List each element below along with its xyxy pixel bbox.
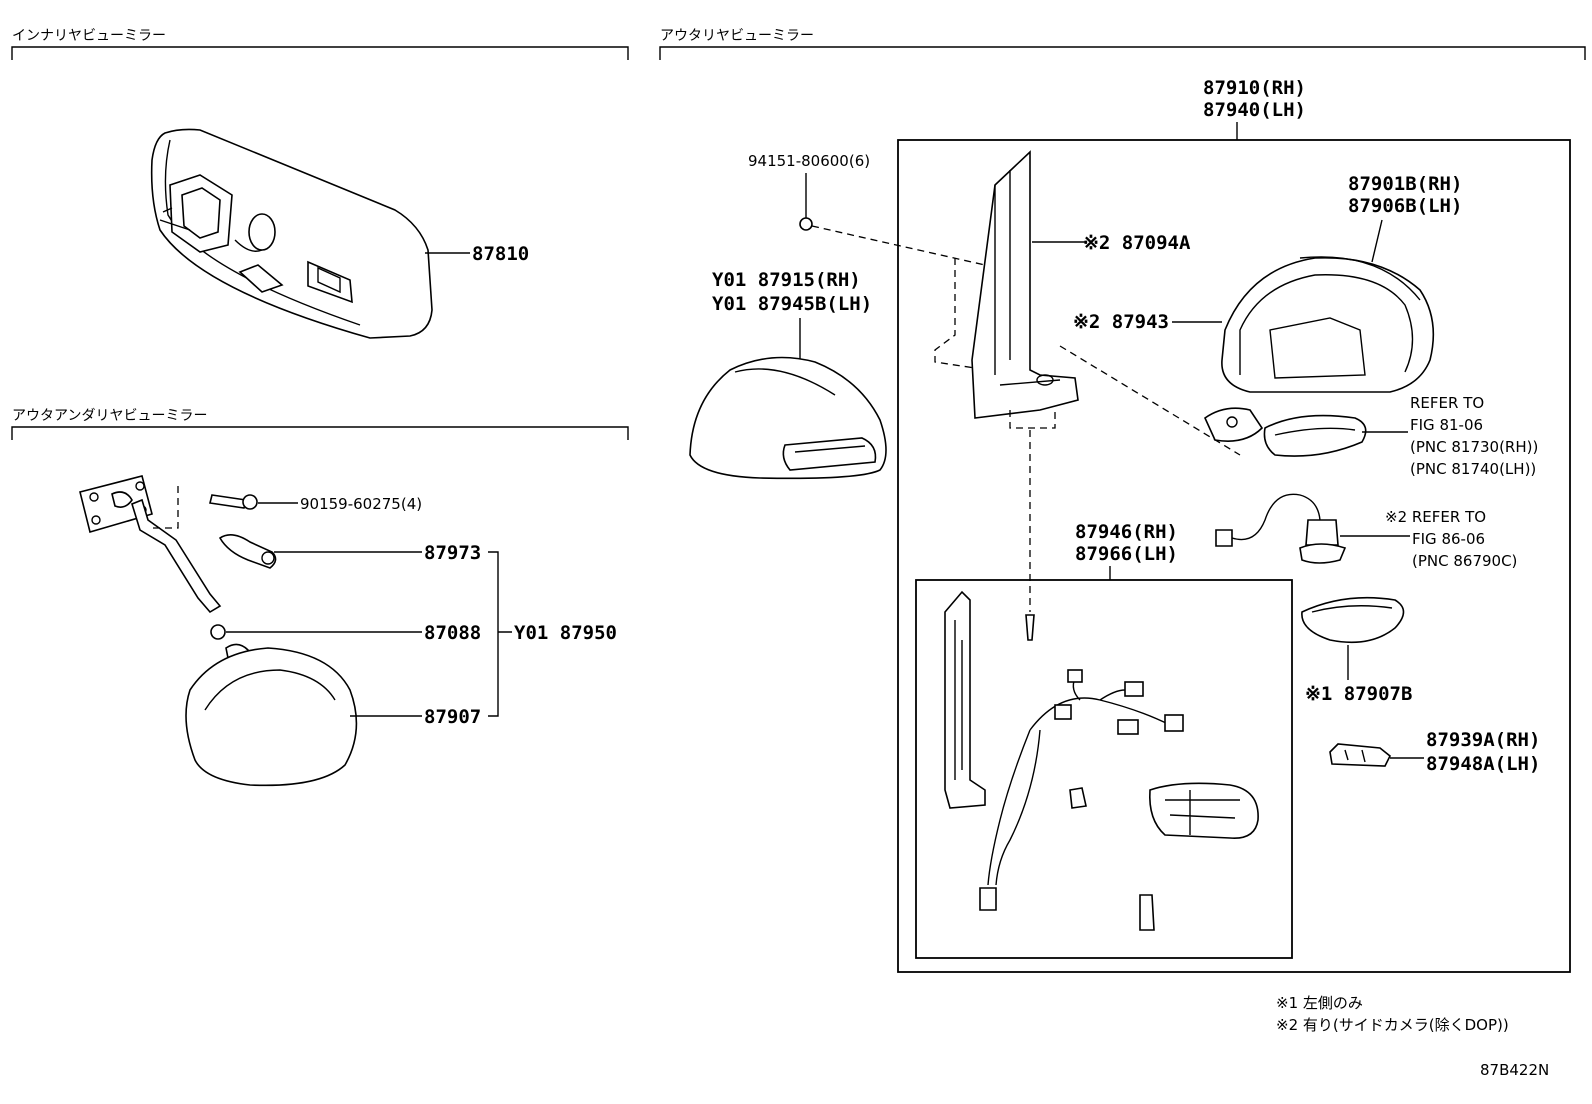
leader-87901b	[1371, 219, 1383, 263]
dash-base-to-glass	[1059, 345, 1241, 456]
label-y01-87945b-lh: Y01 87945B(LH)	[712, 293, 872, 315]
scalp-87907b	[1301, 596, 1405, 644]
label-87907b: ※1 87907B	[1305, 683, 1412, 705]
label-94151-80600: 94151-80600(6)	[748, 152, 870, 170]
section-bracket-outer	[659, 46, 1586, 60]
section-title-outer: アウタリヤビューミラー	[660, 28, 814, 44]
screw-94151	[799, 217, 813, 231]
label-87943: ※2 87943	[1073, 311, 1169, 333]
label-87973: 87973	[424, 542, 481, 564]
label-90159-60275: 90159-60275(4)	[300, 495, 422, 513]
section-bracket-outer-under	[11, 426, 629, 440]
label-87939a-rh: 87939A(RH)	[1426, 729, 1540, 751]
label-y01-87915-rh: Y01 87915(RH)	[712, 269, 861, 291]
camera-drawing	[1215, 493, 1347, 564]
label-87940-lh: 87940(LH)	[1203, 99, 1306, 121]
harness-subbox	[915, 579, 1293, 959]
ref2-line3: (PNC 86790C)	[1412, 552, 1517, 570]
label-87901b-rh: 87901B(RH)	[1348, 173, 1462, 195]
dash-screw-to-base	[811, 225, 986, 266]
label-87946-rh: 87946(RH)	[1075, 521, 1178, 543]
section-title-inner: インナリヤビューミラー	[12, 28, 166, 44]
figure-code: 87B422N	[1480, 1061, 1549, 1079]
bracket-y01-87950	[488, 551, 512, 717]
footnote-1: ※1 左側のみ	[1276, 994, 1363, 1012]
ref1-line2: FIG 81-06	[1410, 416, 1483, 434]
ref2-line1: ※2 REFER TO	[1385, 508, 1486, 526]
label-87966-lh: 87966(LH)	[1075, 543, 1178, 565]
label-87906b-lh: 87906B(LH)	[1348, 195, 1462, 217]
housing-drawing	[1221, 256, 1435, 393]
screw-harness	[1025, 614, 1035, 641]
label-87948a-lh: 87948A(LH)	[1426, 753, 1540, 775]
label-87088: 87088	[424, 622, 481, 644]
inner-mirror-drawing	[150, 128, 433, 339]
motor-lamp-drawing	[1203, 407, 1367, 457]
ref2-line2: FIG 86-06	[1412, 530, 1485, 548]
ref1-line3: (PNC 81730(RH))	[1410, 438, 1538, 456]
label-87094a: ※2 87094A	[1083, 232, 1191, 254]
label-87810: 87810	[472, 243, 529, 265]
ref1-line4: (PNC 81740(LH))	[1410, 460, 1536, 478]
label-y01-87950: Y01 87950	[514, 622, 617, 644]
cover-87939a	[1329, 743, 1392, 767]
mirror-base-drawing	[934, 150, 1079, 429]
label-87910-rh: 87910(RH)	[1203, 77, 1306, 99]
harness-drawing	[944, 590, 1259, 931]
label-87907: 87907	[424, 706, 481, 728]
mirror-cover-drawing	[689, 356, 887, 480]
ref1-line1: REFER TO	[1410, 394, 1484, 412]
footnote-2: ※2 有り(サイドカメラ(除くDOP))	[1276, 1016, 1509, 1034]
section-title-outer-under: アウタアンダリヤビューミラー	[12, 408, 207, 424]
assembly-box	[897, 139, 1571, 973]
under-mirror-drawing	[79, 475, 358, 787]
section-bracket-inner	[11, 46, 629, 60]
